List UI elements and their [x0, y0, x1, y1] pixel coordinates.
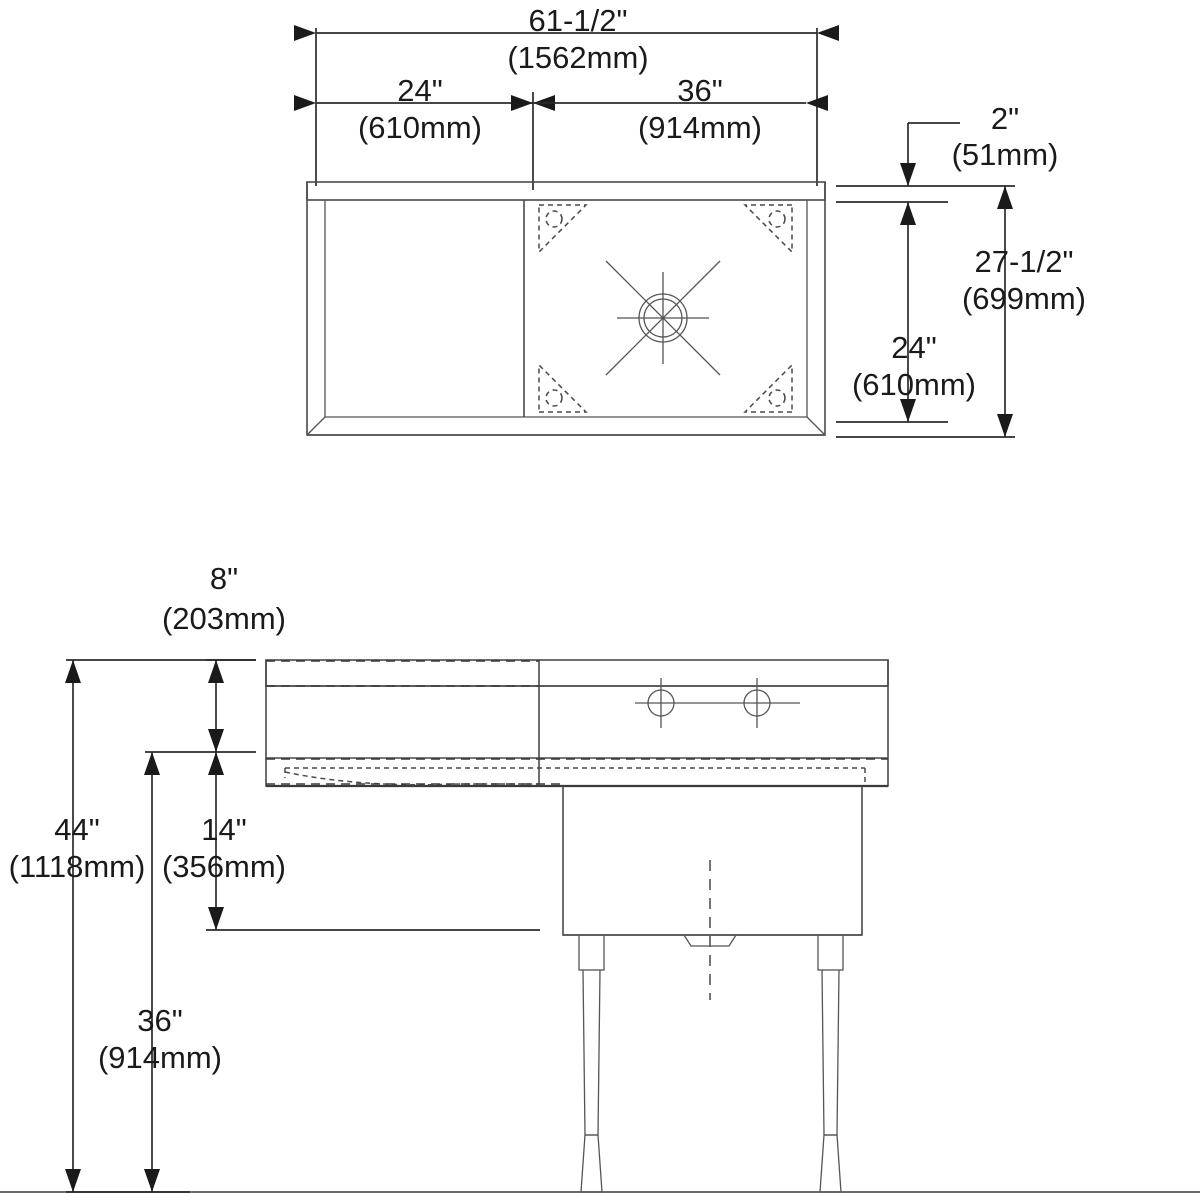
- dim-bowl-depth-imperial: 24": [891, 330, 937, 365]
- plan-dimensions: [294, 25, 839, 190]
- dim-overall-depth-metric: (699mm): [962, 281, 1086, 316]
- corner-radius-markers: [538, 204, 793, 413]
- dim-backsplash-height-metric: (203mm): [162, 601, 286, 636]
- dim-bowl-height-imperial: 14": [201, 812, 247, 847]
- dim-bowl-depth-metric: (610mm): [852, 367, 976, 402]
- faucet-holes: [635, 678, 800, 728]
- dim-bowl-width-imperial: 36": [677, 73, 723, 108]
- dim-overall-height-metric: (1118mm): [9, 849, 146, 884]
- dim-work-height-metric: (914mm): [98, 1040, 222, 1075]
- dim-backsplash-height-imperial: 8": [210, 561, 238, 596]
- dim-bowl-height-metric: (356mm): [162, 849, 286, 884]
- dim-work-height-imperial: 36": [137, 1003, 183, 1038]
- dim-drainboard-width-imperial: 24": [397, 73, 443, 108]
- dim-backsplash-depth-metric: (51mm): [952, 137, 1059, 172]
- plan-depth-dimensions: [836, 122, 1015, 438]
- dim-overall-depth-imperial: 27-1/2": [975, 244, 1074, 279]
- dim-overall-width-imperial: 61-1/2": [529, 3, 628, 38]
- front-elevation-geometry: [0, 659, 1200, 1193]
- plan-view-geometry: [306, 181, 826, 436]
- dim-bowl-width-metric: (914mm): [638, 110, 762, 145]
- dim-overall-width-metric: (1562mm): [507, 40, 648, 75]
- front-elevation-dimensions: [65, 659, 540, 1193]
- drain-symbol: [605, 260, 721, 376]
- dim-drainboard-width-metric: (610mm): [358, 110, 482, 145]
- dim-overall-height-imperial: 44": [54, 812, 100, 847]
- dim-backsplash-depth-imperial: 2": [991, 101, 1019, 136]
